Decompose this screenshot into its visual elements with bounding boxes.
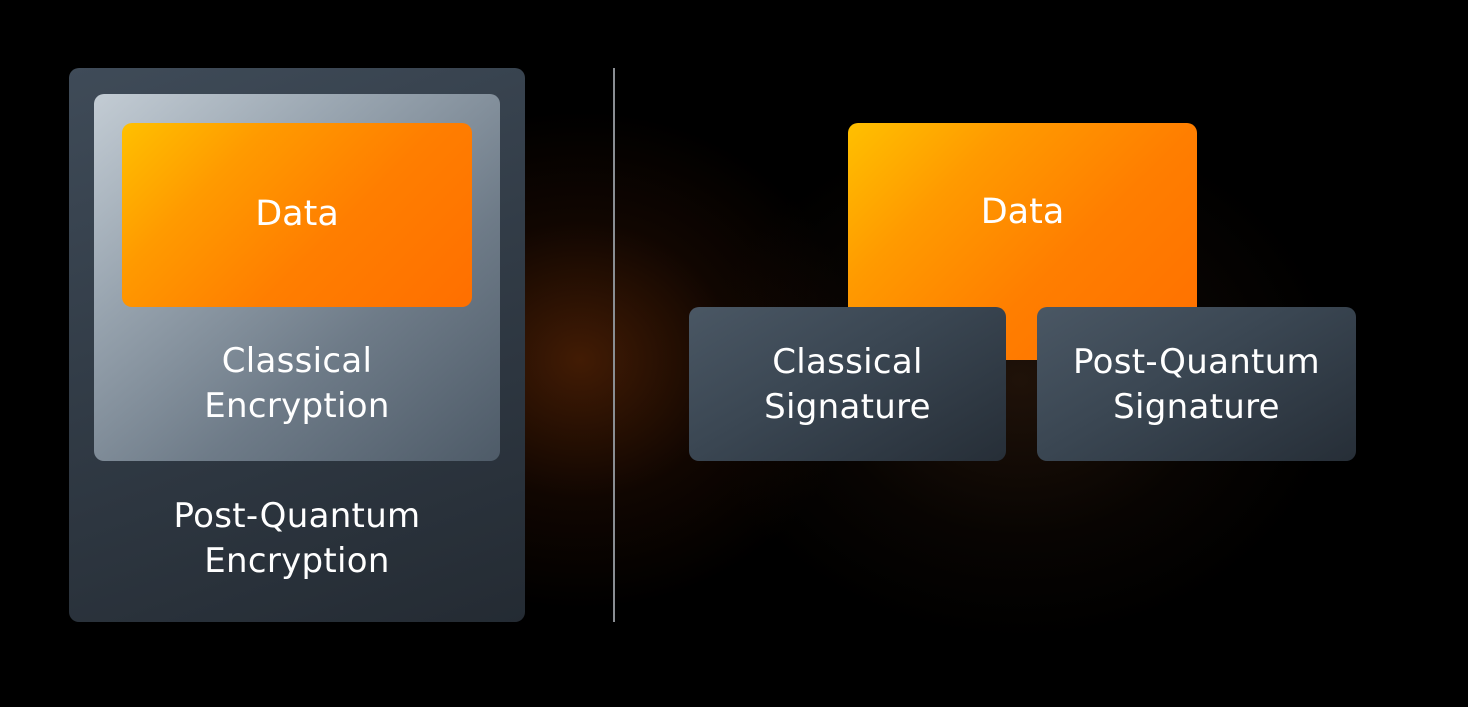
data-label: Data: [980, 192, 1065, 232]
classical-encryption-label: Classical Encryption: [94, 339, 500, 429]
post-quantum-encryption-label: Post-Quantum Encryption: [69, 494, 525, 584]
post-quantum-encryption-line2: Encryption: [204, 541, 390, 581]
classical-signature-label: Classical Signature: [689, 340, 1006, 430]
section-divider: [613, 68, 615, 622]
data-label: Data: [255, 194, 339, 234]
post-quantum-encryption-line1: Post-Quantum: [173, 496, 421, 536]
post-quantum-encryption-box: Data Classical Encryption Post-Quantum E…: [69, 68, 525, 622]
classical-encryption-line1: Classical: [221, 341, 373, 381]
classical-encryption-line2: Encryption: [204, 386, 390, 426]
post-quantum-signature-line2: Signature: [1113, 387, 1280, 427]
post-quantum-signature-label: Post-Quantum Signature: [1037, 340, 1356, 430]
data-box-encryption: Data: [122, 123, 472, 307]
classical-encryption-box: Data Classical Encryption: [94, 94, 500, 461]
post-quantum-signature-box: Post-Quantum Signature: [1037, 307, 1356, 461]
post-quantum-signature-line1: Post-Quantum: [1073, 342, 1320, 382]
classical-signature-box: Classical Signature: [689, 307, 1006, 461]
classical-signature-line1: Classical: [772, 342, 923, 382]
classical-signature-line2: Signature: [764, 387, 931, 427]
